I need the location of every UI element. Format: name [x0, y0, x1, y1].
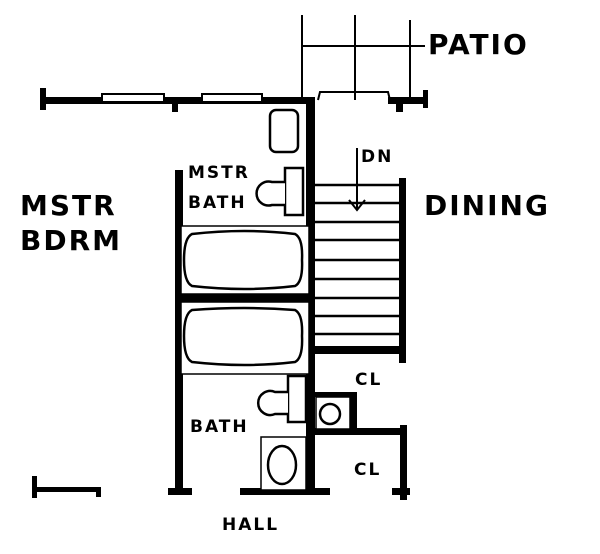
- left-bath-wall: [175, 170, 183, 495]
- bottom-wall-right: [392, 488, 410, 495]
- stair-bottom-wall: [310, 346, 406, 354]
- label-dining: DINING: [424, 189, 550, 222]
- bathtub-lower: [182, 306, 304, 367]
- bath-sink: [266, 444, 298, 486]
- patio-wall-right: [388, 97, 428, 104]
- label-patio: PATIO: [428, 28, 529, 61]
- master-bath-tank: [283, 166, 305, 217]
- down-arrow-icon: [348, 148, 366, 212]
- closet-right-wall: [400, 425, 407, 500]
- master-toilet-tank-top: [268, 108, 300, 154]
- label-hall: HALL: [222, 515, 279, 535]
- label-stairs-down: DN: [361, 147, 393, 167]
- window: [201, 93, 263, 103]
- patio-door: [301, 15, 425, 101]
- label-master-bath-2: BATH: [188, 193, 247, 213]
- label-master-bedroom-1: MSTR: [20, 189, 117, 222]
- stair-right-wall: [399, 178, 406, 363]
- label-master-bath-1: MSTR: [188, 163, 250, 183]
- bath-toilet: [257, 389, 288, 417]
- central-wall: [306, 97, 315, 495]
- label-closet-upper: CL: [355, 370, 382, 390]
- label-master-bedroom-2: BDRM: [20, 224, 122, 257]
- bottom-wall-left: [168, 488, 192, 495]
- window: [101, 93, 165, 103]
- walls: [32, 88, 428, 500]
- closet-divider-wall: [310, 428, 405, 435]
- master-bath-toilet: [255, 180, 285, 207]
- water-heater: [318, 402, 342, 426]
- label-closet-lower: CL: [354, 460, 381, 480]
- windows: [101, 93, 263, 103]
- fixtures: [180, 108, 351, 491]
- scale-bar: [34, 487, 100, 492]
- bath-toilet-tank: [286, 374, 308, 424]
- tub-divider-wall: [178, 294, 310, 302]
- label-bath: BATH: [190, 417, 249, 437]
- bottom-wall-center: [240, 488, 330, 495]
- bathtub-upper: [182, 229, 304, 291]
